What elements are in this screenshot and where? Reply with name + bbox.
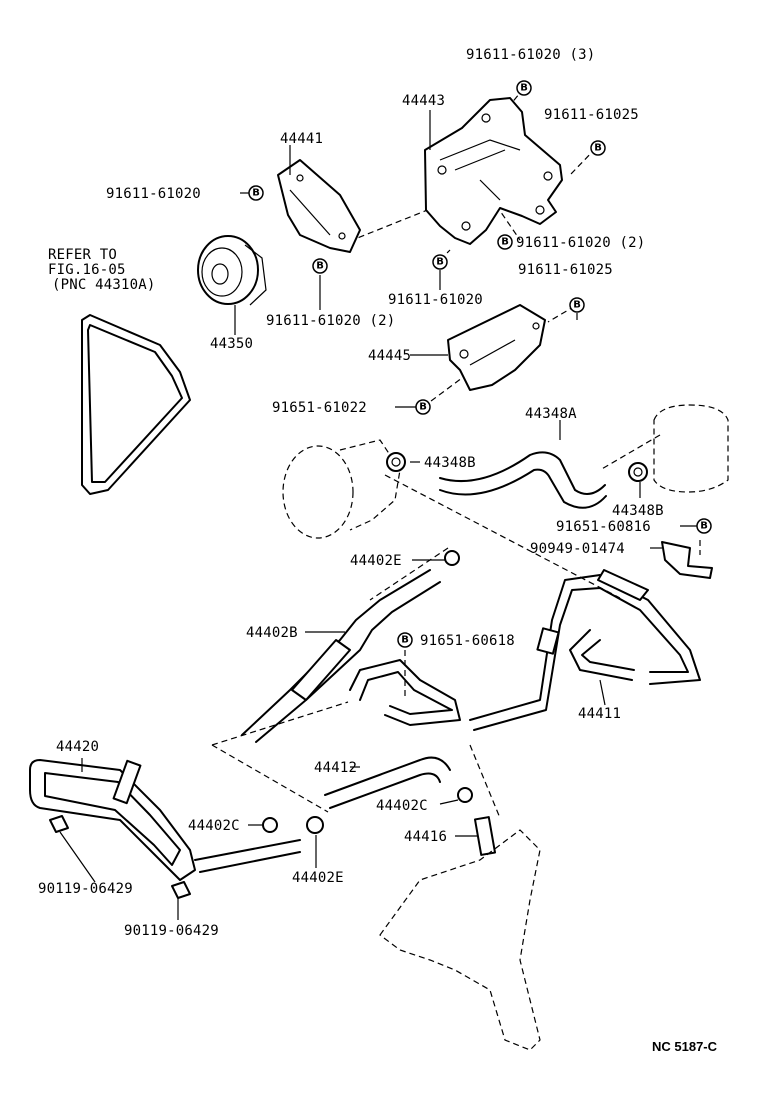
label-91651-60816: 91651-60816	[556, 519, 651, 535]
bolt-marker-text: B	[594, 143, 602, 154]
bolt-markers: B B B B B B B B B B	[248, 80, 712, 648]
label-44402B: 44402B	[246, 625, 298, 641]
pump-phantom	[282, 439, 401, 539]
clamp-44402C-right	[457, 787, 473, 803]
label-91611-61020-left: 91611-61020	[106, 186, 201, 202]
bolt-marker-text: B	[401, 635, 409, 646]
label-refer-to: REFER TO	[48, 247, 118, 263]
label-44348A: 44348A	[525, 406, 577, 422]
label-44412: 44412	[314, 760, 358, 776]
label-90949-01474: 90949-01474	[530, 541, 625, 557]
label-91651-60618: 91651-60618	[420, 633, 515, 649]
clamp-44348B-b	[628, 462, 648, 482]
bracket-44443	[424, 97, 563, 245]
label-44445: 44445	[368, 348, 412, 364]
label-90119-06429-left: 90119-06429	[38, 881, 133, 897]
bracket-44441	[277, 159, 361, 253]
label-44416: 44416	[404, 829, 448, 845]
label-44443: 44443	[402, 93, 446, 109]
clamp-44402E-upper	[444, 550, 460, 566]
label-91611-61025-mid: 91611-61025	[518, 262, 613, 278]
bracket-44445	[447, 304, 546, 391]
hose-44412	[324, 756, 451, 809]
label-91611-61020-2-right: 91611-61020 (2)	[516, 235, 646, 251]
label-91611-61025-top: 91611-61025	[544, 107, 639, 123]
bolt-marker-text: B	[700, 521, 708, 532]
pressure-pipe-44411	[469, 569, 701, 731]
clamp-90949	[661, 541, 713, 579]
label-44402E-lower: 44402E	[292, 870, 344, 886]
bolt-marker-text: B	[501, 237, 509, 248]
clamp-44402E-lower	[306, 816, 324, 834]
pipe-return	[349, 659, 461, 726]
label-44402E-upper: 44402E	[350, 553, 402, 569]
label-91611-61020-mid: 91611-61020	[388, 292, 483, 308]
hose-44402B	[241, 569, 441, 743]
cooler-44420	[29, 759, 301, 881]
bolt-90119-b	[171, 881, 191, 899]
hose-44348A	[439, 451, 607, 509]
idler-pulley-44350	[197, 235, 267, 306]
label-44402C-left: 44402C	[188, 818, 240, 834]
clamp-44348B-a	[386, 452, 406, 472]
label-44420: 44420	[56, 739, 100, 755]
reservoir-phantom	[653, 404, 729, 493]
leader-lines	[59, 110, 698, 920]
label-91611-61020-2-left: 91611-61020 (2)	[266, 313, 396, 329]
label-44348B-right: 44348B	[612, 503, 664, 519]
label-44441: 44441	[280, 131, 324, 147]
clamp-44402C-left	[262, 817, 278, 833]
label-44411: 44411	[578, 706, 622, 722]
bolt-marker-text: B	[436, 257, 444, 268]
label-refer-pnc: (PNC 44310A)	[52, 277, 156, 293]
bolt-marker-text: B	[252, 188, 260, 199]
steering-gear-phantom	[379, 829, 541, 1051]
bolt-marker-text: B	[316, 261, 324, 272]
label-91651-61022: 91651-61022	[272, 400, 367, 416]
bolt-90119-a	[49, 815, 69, 833]
label-refer-fig: FIG.16-05	[48, 262, 126, 278]
label-90119-06429-right: 90119-06429	[124, 923, 219, 939]
v-belt	[81, 314, 191, 495]
label-44348B-left: 44348B	[424, 455, 476, 471]
bolt-marker-text: B	[573, 300, 581, 311]
label-91611-61020-3: 91611-61020 (3)	[466, 47, 596, 63]
bolt-marker-text: B	[520, 83, 528, 94]
label-44350: 44350	[210, 336, 254, 352]
drawing-code: NC 5187-C	[652, 1039, 718, 1054]
bolt-marker-text: B	[419, 402, 427, 413]
label-44402C-right: 44402C	[376, 798, 428, 814]
